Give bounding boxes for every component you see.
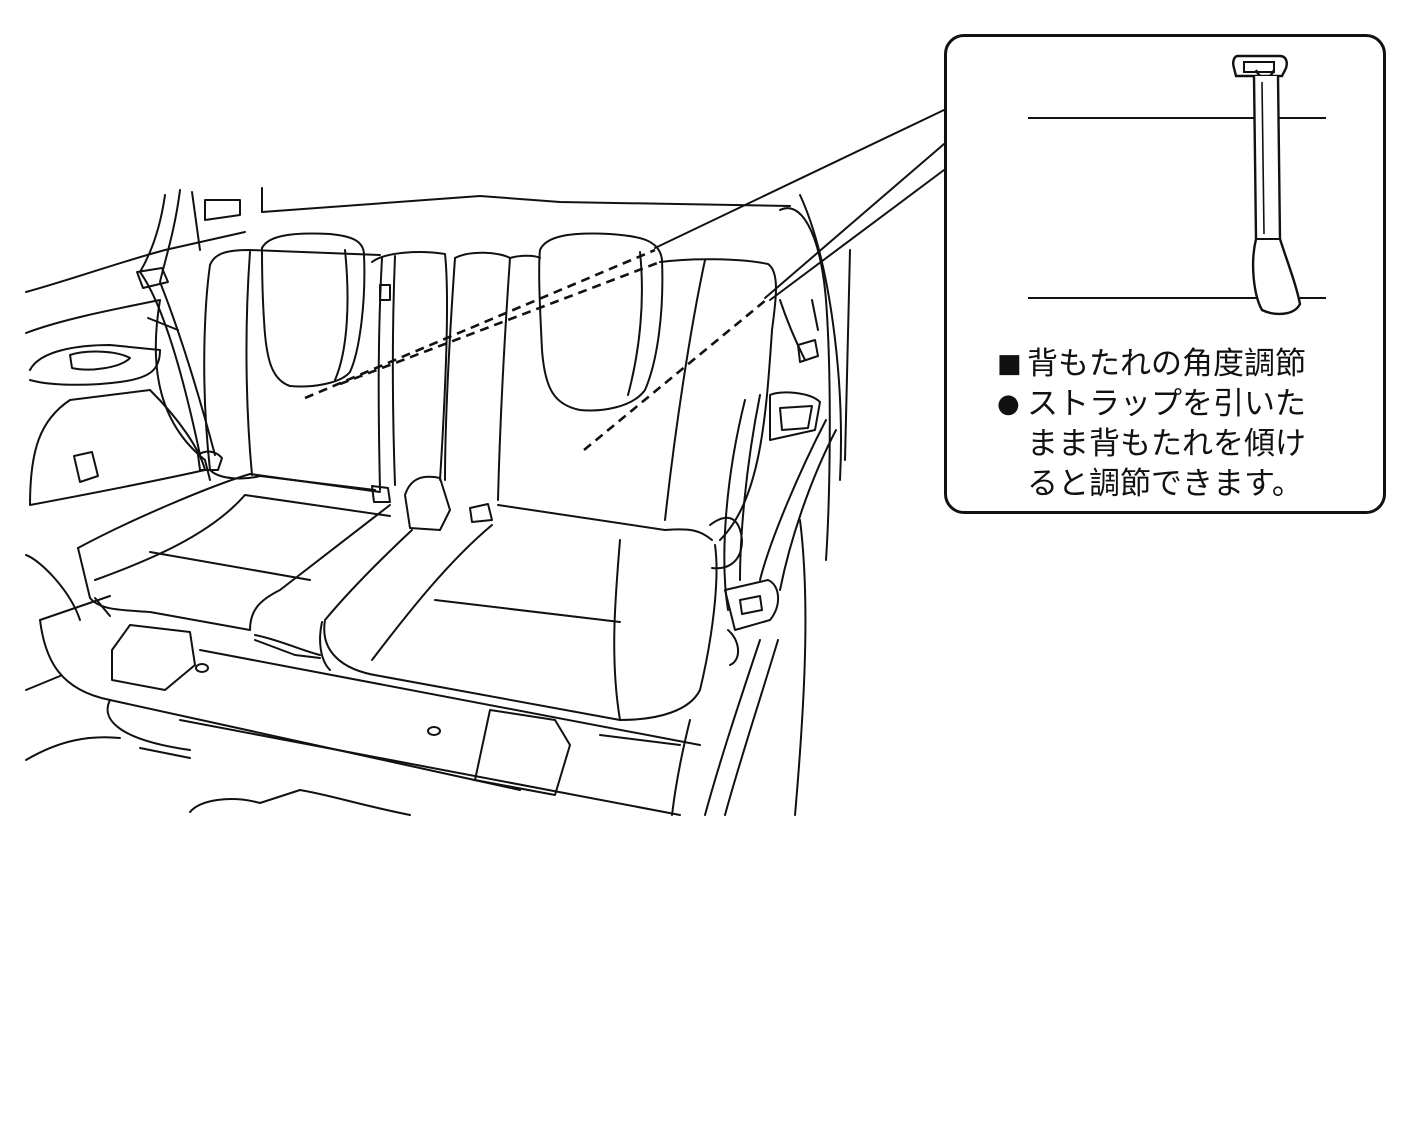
recline-strap-icon — [1028, 54, 1326, 316]
callout-text: ■ 背もたれの角度調節 ● ストラップを引いた まま背もたれを傾け ると調節でき… — [997, 344, 1377, 504]
left-seat — [77, 232, 451, 659]
instruction-line-3: ると調節できます。 — [1027, 466, 1303, 502]
instruction-line-2: まま背もたれを傾け — [1027, 426, 1306, 462]
callout-instruction-row: ● ストラップを引いた — [997, 384, 1377, 424]
right-seatbelt — [671, 299, 837, 816]
square-marker: ■ — [997, 349, 1022, 379]
callout-box — [944, 34, 1386, 514]
bullet-marker: ● — [997, 389, 1020, 419]
seatbelt-icon — [136, 189, 241, 471]
right-seat — [319, 232, 777, 746]
car-interior-body — [25, 187, 851, 816]
callout-leaders — [304, 109, 945, 452]
center-seat-back — [371, 251, 511, 501]
callout-heading: 背もたれの角度調節 — [1027, 346, 1306, 382]
instruction-line-1: ストラップを引いた — [1027, 386, 1306, 422]
callout-heading-row: ■ 背もたれの角度調節 — [997, 344, 1377, 384]
